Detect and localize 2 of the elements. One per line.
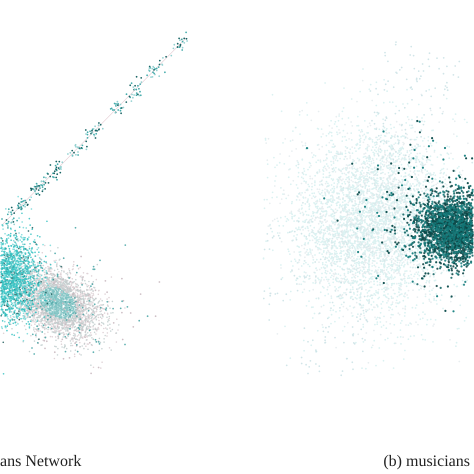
figure-caption: ans Network [0,452,82,472]
figure-caption: (b) musicians [383,452,470,472]
